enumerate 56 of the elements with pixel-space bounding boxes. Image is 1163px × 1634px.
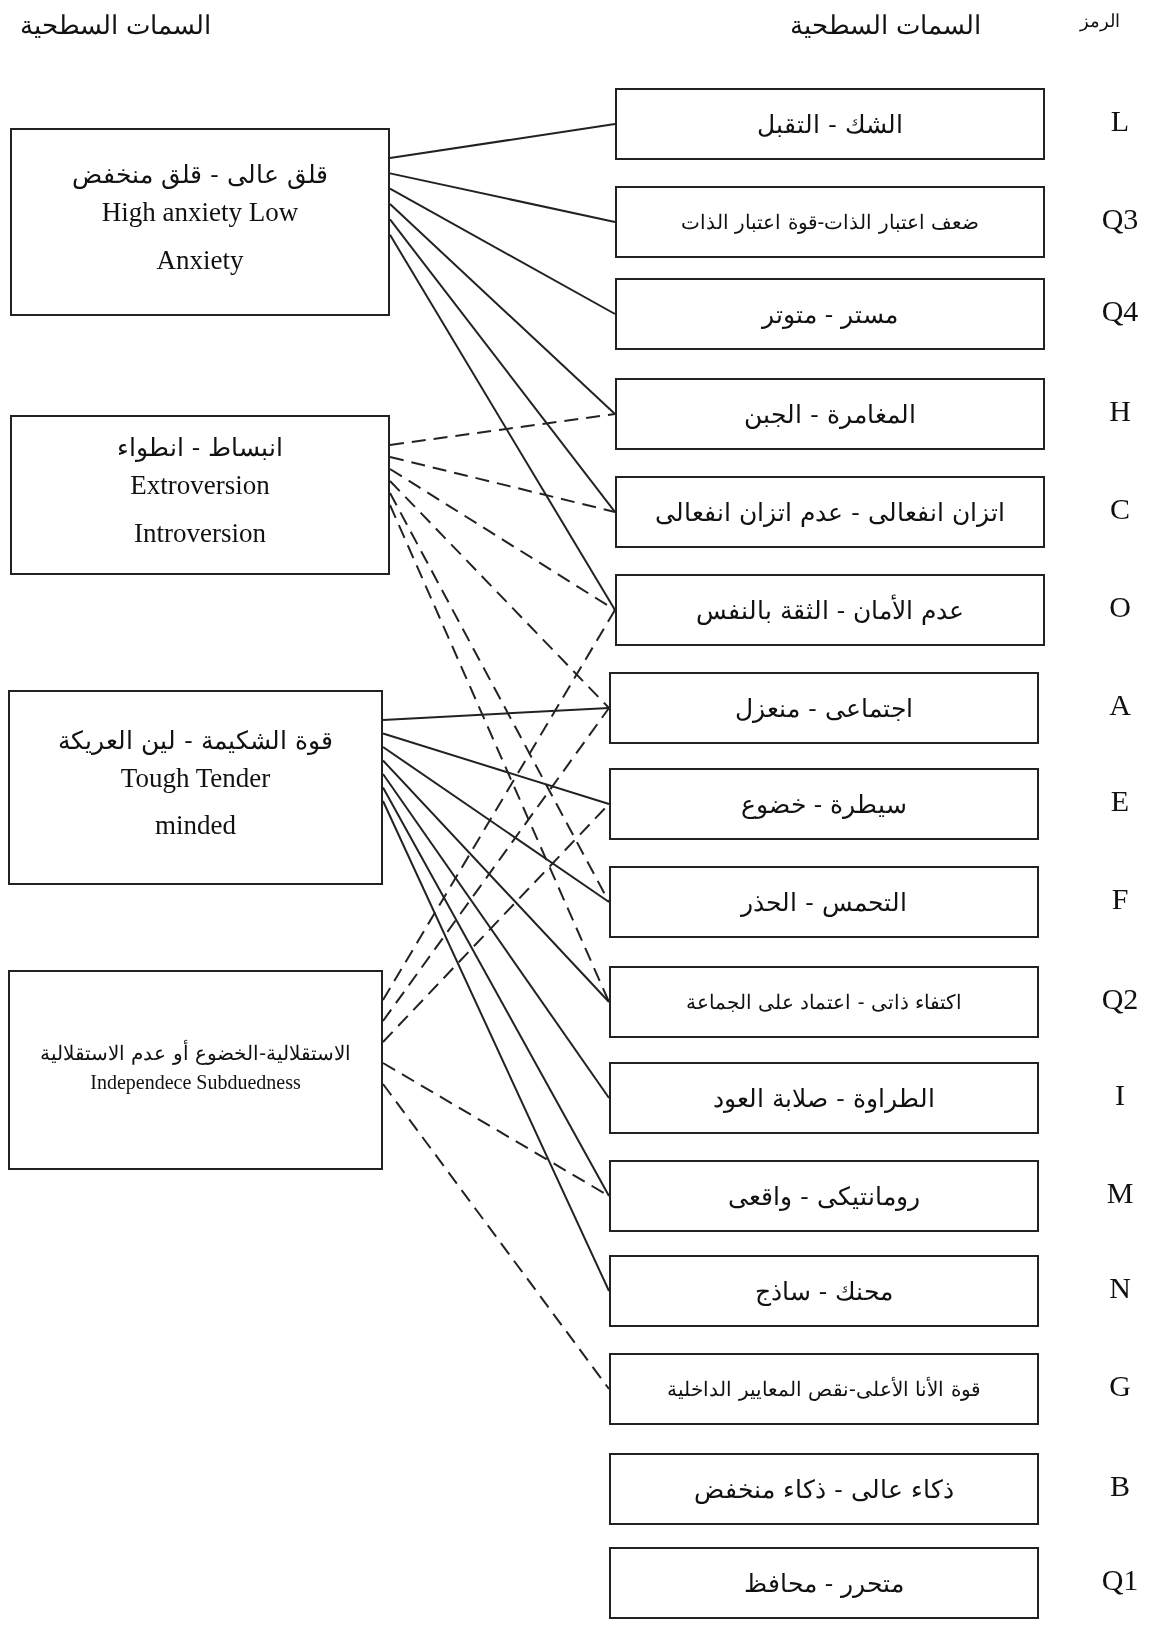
trait-box: اجتماعى - منعزل <box>609 672 1039 744</box>
trait-symbol: C <box>1109 492 1131 526</box>
connector-line <box>389 172 616 223</box>
trait-symbol: B <box>1109 1469 1131 1503</box>
connector-line <box>389 480 610 709</box>
connector-line <box>382 746 610 903</box>
trait-symbol: A <box>1108 688 1132 722</box>
connector-line <box>389 456 616 513</box>
connector-line <box>382 759 610 1003</box>
trait-symbol: L <box>1109 104 1131 138</box>
trait-symbol: Q2 <box>1100 982 1140 1016</box>
trait-symbol: N <box>1108 1271 1132 1305</box>
trait-symbol: I <box>1114 1078 1126 1112</box>
trait-box: اتزان انفعالى - عدم اتزان انفعالى <box>615 476 1045 548</box>
trait-symbol: M <box>1105 1176 1135 1210</box>
connector-line <box>382 773 610 1099</box>
trait-symbol: E <box>1109 784 1131 818</box>
trait-box: قوة الأنا الأعلى-نقص المعايير الداخلية <box>609 1353 1039 1425</box>
connector-line <box>382 800 610 1292</box>
trait-symbol: Q4 <box>1100 294 1140 328</box>
connector-line <box>382 786 610 1197</box>
connector-line <box>389 187 616 315</box>
trait-box: اكتفاء ذاتى - اعتماد على الجماعة <box>609 966 1039 1038</box>
trait-symbol: G <box>1108 1369 1132 1403</box>
trait-box: التحمس - الحذر <box>609 866 1039 938</box>
trait-box: عدم الأمان - الثقة بالنفس <box>615 574 1045 646</box>
column-heading: الرمز <box>1080 10 1120 31</box>
connector-line <box>382 732 610 805</box>
trait-symbol: Q3 <box>1100 202 1140 236</box>
trait-box: المغامرة - الجبن <box>615 378 1045 450</box>
connector-line <box>389 468 616 611</box>
trait-symbol: O <box>1108 590 1132 624</box>
trait-symbol: Q1 <box>1100 1563 1140 1597</box>
connector-line <box>382 609 616 1001</box>
connector-line <box>389 413 616 446</box>
connector-line <box>389 233 616 611</box>
connector-line <box>389 218 616 513</box>
connector-line <box>382 707 610 721</box>
trait-box: سيطرة - خضوع <box>609 768 1039 840</box>
trait-symbol: F <box>1110 882 1130 916</box>
connector-line <box>382 707 610 1022</box>
trait-box: الشك - التقبل <box>615 88 1045 160</box>
trait-symbol: H <box>1108 394 1132 428</box>
trait-box: ذكاء عالى - ذكاء منخفض <box>609 1453 1039 1525</box>
connector-line <box>389 504 610 1003</box>
trait-box: الطراوة - صلابة العود <box>609 1062 1039 1134</box>
trait-box: متحرر - محافظ <box>609 1547 1039 1619</box>
trait-box: مستر - متوتر <box>615 278 1045 350</box>
trait-box: محنك - ساذج <box>609 1255 1039 1327</box>
column-heading: السمات السطحية <box>790 10 982 40</box>
connector-line <box>389 203 616 415</box>
connector-line <box>382 1083 610 1390</box>
connector-line <box>389 123 616 159</box>
trait-box: ضعف اعتبار الذات-قوة اعتبار الذات <box>615 186 1045 258</box>
column-heading: السمات السطحية <box>20 10 212 40</box>
trait-box: رومانتيكى - واقعى <box>609 1160 1039 1232</box>
